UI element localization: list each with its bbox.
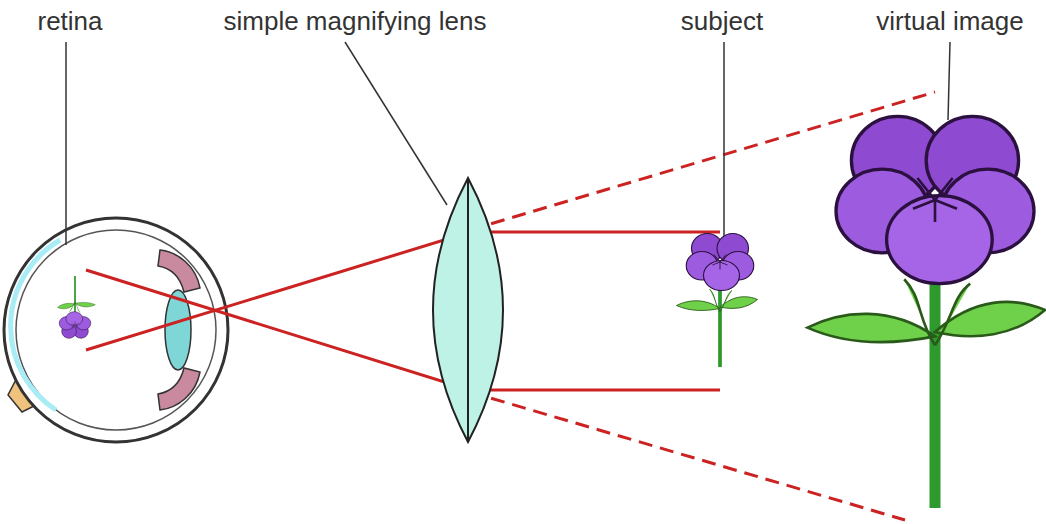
- magnifying-lens: [433, 178, 503, 442]
- virtual-flower: [807, 116, 1045, 508]
- part-label: retina: [37, 6, 102, 36]
- retina-image: [58, 276, 96, 338]
- eye: [4, 218, 228, 442]
- light-rays: [86, 92, 935, 520]
- subject-flower: [677, 234, 758, 368]
- part-label: virtual image: [876, 6, 1023, 36]
- leader-lines: [66, 42, 950, 245]
- part-label: simple magnifying lens: [223, 6, 486, 36]
- part-label: subject: [681, 6, 763, 36]
